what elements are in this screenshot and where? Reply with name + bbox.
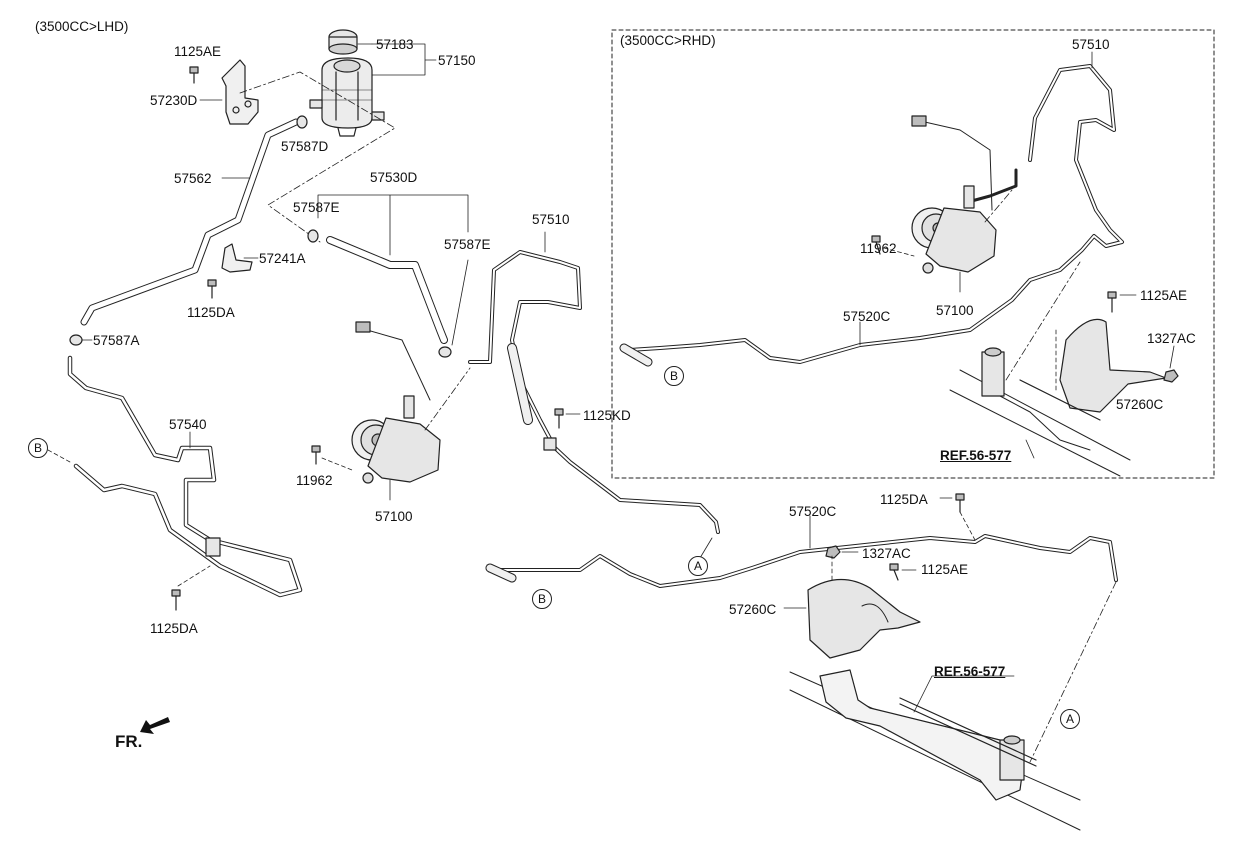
part-1125da-b[interactable]: 1125DA <box>150 621 198 636</box>
pipe-57510-lhd <box>468 250 720 534</box>
nut-icon <box>825 545 841 559</box>
part-57562[interactable]: 57562 <box>174 171 212 186</box>
part-57241a[interactable]: 57241A <box>259 251 306 266</box>
part-57587a[interactable]: 57587A <box>93 333 140 348</box>
part-57587d[interactable]: 57587D <box>281 139 329 154</box>
heat-shield-57260c <box>807 578 921 659</box>
connector-b-lhd-pipe: B <box>28 438 48 458</box>
leader-ref-main <box>913 675 1015 713</box>
phantom-line <box>47 449 71 463</box>
bracket-57230d <box>221 59 259 125</box>
bolt-icon <box>554 408 564 429</box>
part-1125ae-lhd[interactable]: 1125AE <box>174 44 222 59</box>
part-11962-rhd[interactable]: 11962 <box>860 241 897 256</box>
leader-57587e <box>451 259 469 346</box>
reservoir <box>309 57 385 137</box>
bolt-icon <box>871 235 881 255</box>
connector-a-lhd-pipe: A <box>688 556 708 576</box>
part-1327ac-rhd[interactable]: 1327AC <box>1147 331 1196 346</box>
part-57520c-rhd[interactable]: 57520C <box>843 309 891 324</box>
variant-rhd-label: (3500CC>RHD) <box>620 33 716 48</box>
bolt-icon <box>207 279 217 299</box>
reservoir-cap <box>328 29 358 55</box>
part-57520c-main[interactable]: 57520C <box>789 504 837 519</box>
front-arrow-icon <box>140 717 170 734</box>
part-1125ae-main[interactable]: 1125AE <box>921 562 969 577</box>
ref-56-577-rhd[interactable]: REF.56-577 <box>940 448 1012 463</box>
part-57260c-main[interactable]: 57260C <box>729 602 777 617</box>
clamp-icon <box>307 229 319 243</box>
bolt-icon <box>1107 291 1117 313</box>
bolt-icon <box>955 493 965 513</box>
connector-b-main-hose: B <box>532 589 552 609</box>
part-1125da-c[interactable]: 1125DA <box>880 492 928 507</box>
part-57230d[interactable]: 57230D <box>150 93 198 108</box>
part-1125ae-rhd[interactable]: 1125AE <box>1140 288 1188 303</box>
connector-a-rack: A <box>1060 709 1080 729</box>
part-57510-rhd[interactable]: 57510 <box>1072 37 1110 52</box>
pump-57100-lhd <box>351 321 441 484</box>
part-57150[interactable]: 57150 <box>438 53 476 68</box>
part-57183[interactable]: 57183 <box>376 37 414 52</box>
part-57100-lhd[interactable]: 57100 <box>375 509 413 524</box>
bolt-icon <box>189 66 199 84</box>
steering-rack-rhd <box>949 347 1131 477</box>
leader-57530d <box>317 194 469 256</box>
part-1125da-a[interactable]: 1125DA <box>187 305 235 320</box>
nut-icon <box>1163 369 1179 383</box>
bolt-icon <box>889 563 899 581</box>
heat-shield-57260c-rhd <box>1059 318 1167 413</box>
part-57100-rhd[interactable]: 57100 <box>936 303 974 318</box>
steering-rack-main <box>789 669 1081 831</box>
ref-56-577-main[interactable]: REF.56-577 <box>934 664 1006 679</box>
clamp-icon <box>296 115 308 129</box>
variant-lhd-label: (3500CC>LHD) <box>35 19 129 34</box>
part-57587e-b[interactable]: 57587E <box>444 237 491 252</box>
bracket-57241a <box>221 243 253 273</box>
leader-57150 <box>371 43 437 76</box>
part-57540[interactable]: 57540 <box>169 417 207 432</box>
front-direction-label: FR. <box>115 732 143 751</box>
clamp-icon <box>69 334 83 346</box>
bolt-icon <box>171 589 181 611</box>
part-57587e-a[interactable]: 57587E <box>293 200 340 215</box>
part-1327ac-main[interactable]: 1327AC <box>862 546 911 561</box>
part-11962-lhd[interactable]: 11962 <box>296 473 333 488</box>
rhd-frame <box>611 29 1215 479</box>
bolt-icon <box>311 445 321 465</box>
connector-b-rhd-hose: B <box>664 366 684 386</box>
clamp-icon <box>438 346 452 358</box>
phantom-line <box>239 71 396 243</box>
part-1125kd[interactable]: 1125KD <box>583 408 631 423</box>
pump-57100-rhd <box>911 115 997 274</box>
part-57530d[interactable]: 57530D <box>370 170 418 185</box>
part-57260c-rhd[interactable]: 57260C <box>1116 397 1164 412</box>
part-57510-lhd[interactable]: 57510 <box>532 212 570 227</box>
